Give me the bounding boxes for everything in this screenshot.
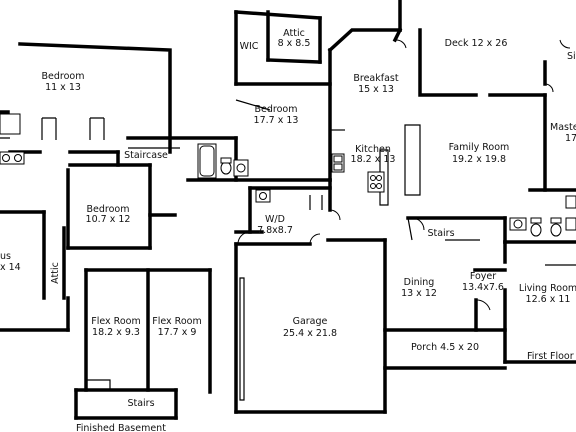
label-living-room-size: 12.6 x 11 xyxy=(526,294,571,305)
label-family-room-size: 19.2 x 19.8 xyxy=(452,154,506,165)
label-site-cut: Sit xyxy=(567,51,576,62)
label-family-room: Family Room xyxy=(449,142,510,153)
label-flex-1: Flex Room xyxy=(91,316,140,327)
label-bedroom-center-size: 17.7 x 13 xyxy=(254,115,299,126)
label-garage: Garage xyxy=(293,316,328,327)
label-stairs-main: Stairs xyxy=(427,228,454,239)
label-porch: Porch 4.5 x 20 xyxy=(411,342,479,353)
label-flex-2: Flex Room xyxy=(152,316,201,327)
label-dining: Dining xyxy=(404,277,435,288)
room-labels: Bedroom 11 x 13 Attic 8 x 8.5 WIC Bedroo… xyxy=(0,28,576,432)
toilet xyxy=(220,161,232,175)
label-wd: W/D xyxy=(265,214,285,225)
label-living-room: Living Room xyxy=(519,283,576,294)
caption-first-floor: First Floor xyxy=(527,351,574,362)
label-bedroom-sw: Bedroom xyxy=(87,204,130,215)
label-master: Maste xyxy=(550,122,576,133)
label-attic-top-size: 8 x 8.5 xyxy=(278,38,311,49)
walls xyxy=(0,0,576,420)
label-kitchen-size: 18.2 x 13 xyxy=(351,154,396,165)
doors xyxy=(237,39,571,311)
label-flex-1-size: 18.2 x 9.3 xyxy=(92,327,140,338)
label-wd-size: 7.8x8.7 xyxy=(257,225,293,236)
label-bedroom-nw: Bedroom xyxy=(42,71,85,82)
partitions xyxy=(0,99,576,401)
label-bedroom-center: Bedroom xyxy=(255,104,298,115)
label-stairs-basement: Stairs xyxy=(127,398,154,409)
label-flex-2-size: 17.7 x 9 xyxy=(158,327,197,338)
master-toilet-2 xyxy=(550,223,562,237)
label-bonus: us xyxy=(0,251,11,262)
label-bedroom-nw-size: 11 x 13 xyxy=(45,82,81,93)
label-breakfast-size: 15 x 13 xyxy=(358,84,394,95)
master-toilet-1 xyxy=(530,223,542,237)
label-staircase: Staircase xyxy=(124,150,168,161)
label-master-size: 17 xyxy=(565,133,576,144)
label-breakfast: Breakfast xyxy=(353,73,398,84)
label-kitchen: Kitchen xyxy=(355,144,391,155)
label-deck: Deck 12 x 26 xyxy=(445,38,508,49)
label-bedroom-sw-size: 10.7 x 12 xyxy=(86,214,131,225)
label-bonus-size: x 14 xyxy=(0,262,21,273)
label-attic-side: Attic xyxy=(50,262,61,284)
stove xyxy=(367,171,385,193)
label-garage-size: 25.4 x 21.8 xyxy=(283,328,337,339)
label-attic-top: Attic xyxy=(283,28,305,39)
label-wic: WIC xyxy=(240,41,259,52)
caption-finished-basement: Finished Basement xyxy=(76,423,166,432)
fixtures xyxy=(0,113,576,237)
label-foyer: Foyer xyxy=(470,271,496,282)
label-foyer-size: 13.4x7.6 xyxy=(462,282,504,293)
label-dining-size: 13 x 12 xyxy=(401,288,437,299)
